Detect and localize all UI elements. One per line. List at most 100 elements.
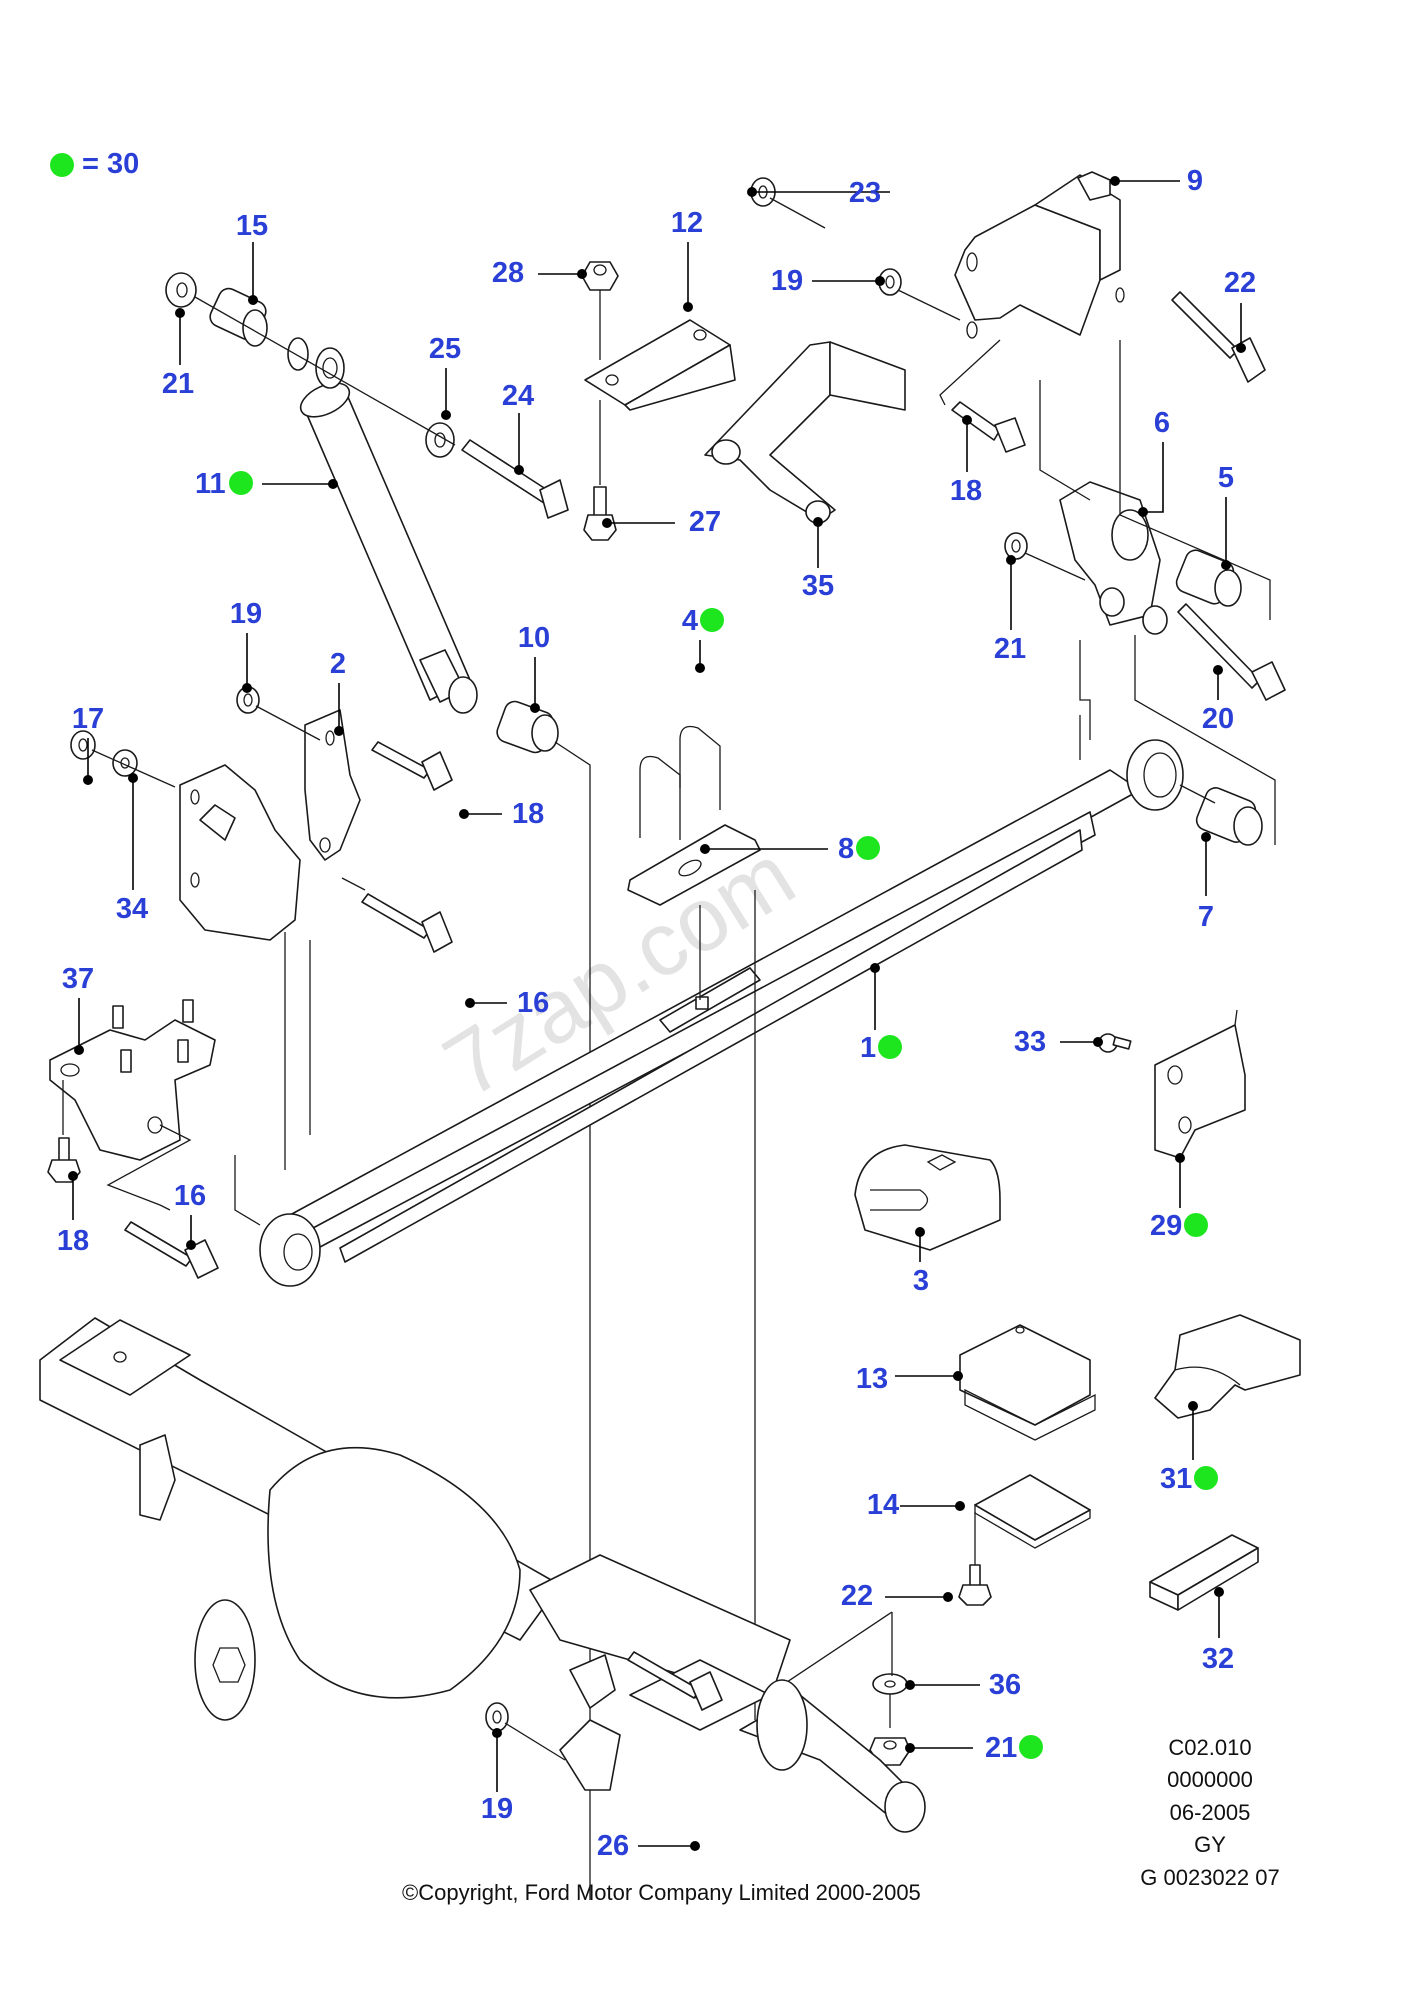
callout-22: 22 [841, 1580, 953, 1612]
callout-label: 15 [236, 210, 268, 242]
leader-dot [577, 269, 587, 279]
leader-dot [1214, 1587, 1224, 1597]
bracket-35 [704, 341, 906, 524]
callout-34: 34 [116, 773, 148, 925]
bolt-18-left [371, 741, 453, 791]
callout-20: 20 [1202, 665, 1234, 735]
leader-dot [492, 1728, 502, 1738]
callout-27: 27 [602, 506, 721, 538]
leader-dot [465, 998, 475, 1008]
callout-18: 18 [950, 415, 982, 507]
bushing-5 [1175, 549, 1242, 607]
leader-dot [1093, 1037, 1103, 1047]
callout-label: 18 [57, 1225, 89, 1257]
leader-dot [1221, 560, 1231, 570]
callout-10: 10 [518, 622, 550, 713]
callout-37: 37 [62, 963, 94, 1055]
leaf-spring-1 [259, 739, 1184, 1287]
callout-label: 8 [838, 833, 854, 865]
leader-dot [83, 775, 93, 785]
hanger-bracket-9 [954, 171, 1125, 339]
callout-19: 19 [481, 1728, 513, 1825]
callout-24: 24 [502, 380, 534, 475]
callout-label: 21 [162, 368, 194, 400]
leader-line [1143, 442, 1164, 513]
leader-dot [328, 479, 338, 489]
callout-label: 21 [994, 633, 1026, 665]
leader-dot [242, 683, 252, 693]
bracket-13 [959, 1324, 1096, 1441]
callout-23: 23 [747, 177, 890, 209]
callout-label: 10 [518, 622, 550, 654]
leader-dot [1110, 176, 1120, 186]
callout-label: 31 [1160, 1463, 1192, 1495]
leader-dot [943, 1592, 953, 1602]
shackle-6 [1059, 481, 1168, 635]
callout-3: 3 [913, 1227, 929, 1297]
leader-dot [955, 1501, 965, 1511]
callout-label: 26 [597, 1830, 629, 1862]
callout-15: 15 [236, 210, 268, 305]
leader-dot [1201, 832, 1211, 842]
callout-2: 2 [330, 648, 346, 736]
washer-top [287, 337, 309, 371]
callout-label: 32 [1202, 1643, 1234, 1675]
legend: = 30 [50, 148, 139, 181]
callout-35: 35 [802, 517, 834, 602]
bushing-10 [496, 700, 559, 754]
info-line: G 0023022 07 [1140, 1865, 1279, 1890]
callout-label: 19 [771, 265, 803, 297]
callout-label: 6 [1154, 407, 1170, 439]
callout-21: 21 [905, 1732, 1043, 1764]
washer-25 [425, 422, 455, 458]
callout-1: 1 [860, 963, 902, 1064]
leader-dot [905, 1743, 915, 1753]
leader-dot [74, 1045, 84, 1055]
plate-8 [627, 824, 761, 906]
leader-dot [514, 465, 524, 475]
green-dot-icon [700, 608, 724, 632]
callout-21: 21 [162, 308, 194, 400]
leader-dot [905, 1680, 915, 1690]
bushing-15 [209, 287, 268, 347]
callout-label: 11 [195, 468, 226, 500]
green-dot-icon [50, 152, 74, 177]
leader-dot [875, 276, 885, 286]
callout-36: 36 [905, 1669, 1021, 1701]
callout-11: 11 [195, 468, 338, 500]
callout-16: 16 [465, 987, 549, 1019]
bolt-16-lower [124, 1221, 219, 1279]
callout-label: 14 [867, 1489, 899, 1521]
nut-28 [581, 261, 619, 291]
leader-dot [530, 703, 540, 713]
leader-dot [870, 963, 880, 973]
bump-stop-31 [1154, 1314, 1301, 1419]
leader-dot [68, 1171, 78, 1181]
callout-label: 5 [1218, 462, 1234, 494]
leader-dot [441, 410, 451, 420]
callout-label: 22 [1224, 267, 1256, 299]
callout-19: 19 [230, 598, 262, 693]
plate-14 [974, 1474, 1091, 1549]
hanger-2 [179, 709, 361, 941]
callout-label: 22 [841, 1580, 873, 1612]
nut-19-bottom [485, 1702, 509, 1732]
info-line: 0000000 [1167, 1767, 1253, 1792]
leader-dot [747, 187, 757, 197]
callout-label: 1 [860, 1032, 876, 1064]
leader-dot [1236, 343, 1246, 353]
callout-label: 29 [1150, 1210, 1182, 1242]
leader-dot [248, 295, 258, 305]
callout-label: 33 [1014, 1026, 1046, 1058]
callout-label: 27 [689, 506, 721, 538]
nut-21-mid [1004, 532, 1028, 560]
callout-label: 2 [330, 648, 346, 680]
leader-dot [1138, 507, 1148, 517]
green-dot-icon [1194, 1466, 1218, 1490]
info-line: C02.010 [1168, 1735, 1251, 1760]
nut-21-top [165, 272, 197, 308]
callout-32: 32 [1202, 1587, 1234, 1675]
leader-dot [1213, 665, 1223, 675]
shock-absorber [299, 347, 478, 714]
